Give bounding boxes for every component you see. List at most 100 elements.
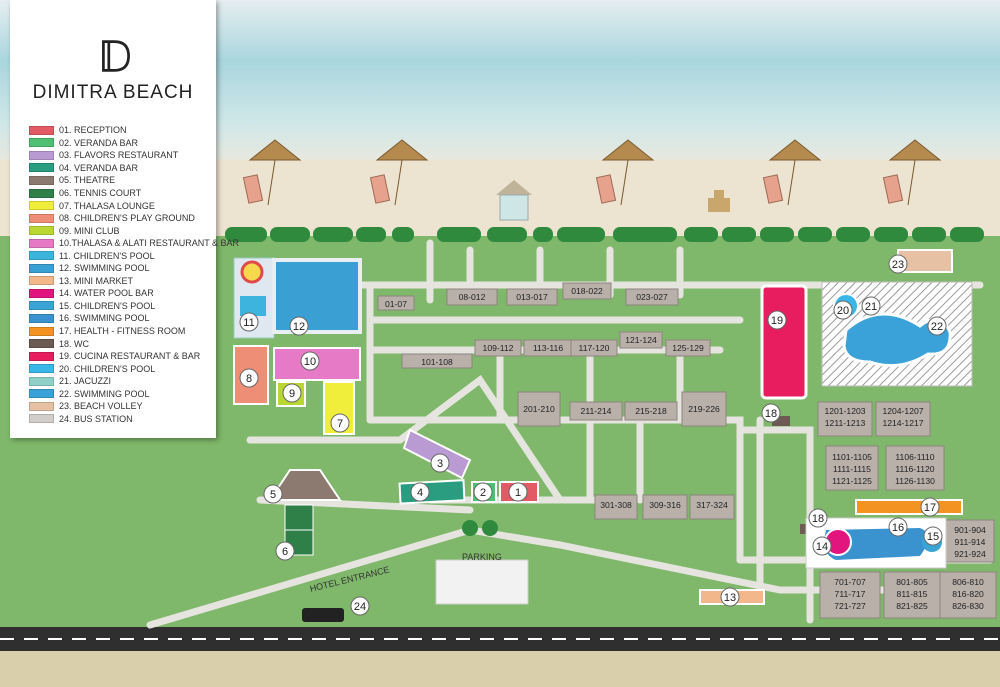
legend-item: 09. MINI CLUB [29, 224, 239, 237]
sunbed-icon [242, 174, 904, 204]
legend-swatch [29, 188, 54, 198]
legend-label: 16. SWIMMING POOL [59, 313, 150, 324]
marker-22[interactable]: 22 [927, 316, 947, 336]
room-range-label: 1101-1105 [832, 452, 872, 462]
room-range-label: 826-830 [952, 601, 984, 611]
room-range-label: 811-815 [897, 589, 928, 599]
marker-number: 3 [437, 458, 443, 470]
legend-label: 03. FLAVORS RESTAURANT [59, 150, 179, 161]
marker-circle [282, 383, 302, 403]
room-range-label: 101-108 [421, 357, 453, 367]
hedge-row [225, 227, 984, 242]
marker-4[interactable]: 4 [410, 482, 430, 502]
marker-number: 9 [289, 388, 295, 400]
marker-13[interactable]: 13 [720, 587, 740, 607]
marker-circle [289, 316, 309, 336]
legend-item: 22. SWIMMING POOL [29, 387, 239, 400]
legend-label: 18. WC [59, 338, 90, 349]
legend-swatch [29, 213, 54, 223]
marker-16[interactable]: 16 [888, 517, 908, 537]
legend-item: 10.THALASA & ALATI RESTAURANT & BAR [29, 237, 239, 250]
marker-9[interactable]: 9 [282, 383, 302, 403]
room-blocks [377, 282, 997, 619]
legend-item: 01. RECEPTION [29, 124, 239, 137]
marker-18[interactable]: 18 [761, 403, 781, 423]
marker-number: 15 [927, 531, 939, 543]
marker-2[interactable]: 2 [473, 482, 493, 502]
marker-10[interactable]: 10 [300, 351, 320, 371]
marker-circle [888, 254, 908, 274]
marker-number: 16 [892, 522, 904, 534]
marker-1[interactable]: 1 [508, 482, 528, 502]
brand-name: DIMITRA BEACH [32, 82, 194, 103]
legend-label: 06. TENNIS COURT [59, 188, 142, 198]
marker-5[interactable]: 5 [263, 484, 283, 504]
room-range-label: 317-324 [696, 500, 728, 510]
marker-19[interactable]: 19 [767, 310, 787, 330]
marker-number: 2 [480, 487, 486, 499]
legend-label: 22. SWIMMING POOL [59, 388, 150, 399]
beach-hut-icon [496, 180, 532, 221]
legend-label: 11. CHILDREN'S POOL [59, 250, 155, 261]
facility-shapes [233, 249, 973, 622]
logo-icon [102, 40, 130, 72]
marker-6[interactable]: 6 [275, 541, 295, 561]
legend-swatch [29, 175, 54, 185]
marker-11[interactable]: 11 [239, 312, 259, 332]
legend-swatch [29, 138, 54, 148]
legend-item: 05. THEATRE [29, 174, 239, 187]
room-range-label: 911-914 [955, 537, 986, 547]
marker-circle [920, 497, 940, 517]
legend-swatch [29, 226, 54, 236]
marker-18[interactable]: 18 [808, 508, 828, 528]
marker-7[interactable]: 7 [330, 413, 350, 433]
marker-20[interactable]: 20 [833, 300, 853, 320]
marker-21[interactable]: 21 [861, 296, 881, 316]
marker-number: 22 [931, 321, 943, 333]
marker-circle [833, 300, 853, 320]
room-range-label: 121-124 [625, 335, 657, 345]
legend-label: 20. CHILDREN'S POOL [59, 363, 156, 374]
room-range-label: 1201-1203 [824, 406, 865, 416]
room-range-label: 721-727 [834, 601, 866, 611]
room-range-label: 201-210 [523, 404, 555, 414]
marker-23[interactable]: 23 [888, 254, 908, 274]
legend-item: 24. BUS STATION [29, 413, 239, 426]
tree-icon [462, 520, 498, 536]
parking-label: PARKING [462, 552, 502, 562]
legend-label: 17. HEALTH - FITNESS ROOM [59, 326, 186, 337]
marker-24[interactable]: 24 [350, 596, 370, 616]
legend-swatch [29, 201, 54, 211]
room-range-label: 1211-1213 [825, 418, 866, 428]
children-pool-11 [240, 296, 266, 316]
marker-circle [927, 316, 947, 336]
legend-label: 19. CUCINA RESTAURANT & BAR [59, 351, 201, 362]
legend-item: 14. WATER POOL BAR [29, 287, 239, 300]
marker-14[interactable]: 14 [812, 536, 832, 556]
marker-circle [812, 536, 832, 556]
marker-8[interactable]: 8 [239, 368, 259, 388]
legend-label: 24. BUS STATION [59, 413, 133, 424]
legend-swatch [29, 238, 54, 248]
room-range-label: 301-308 [600, 500, 632, 510]
marker-number: 14 [816, 541, 828, 553]
legend-label: 14. WATER POOL BAR [59, 288, 154, 299]
legend-item: 13. MINI MARKET [29, 275, 239, 288]
marker-3[interactable]: 3 [430, 453, 450, 473]
legend-swatch [29, 326, 54, 336]
veranda-bar-4 [398, 479, 466, 505]
legend-swatch [29, 414, 54, 424]
marker-circle [808, 508, 828, 528]
marker-number: 4 [417, 487, 423, 499]
marker-17[interactable]: 17 [920, 497, 940, 517]
room-range-label: 219-226 [688, 404, 720, 414]
marker-12[interactable]: 12 [289, 316, 309, 336]
bottom-sand [0, 650, 1000, 687]
legend-swatch [29, 251, 54, 261]
marker-15[interactable]: 15 [923, 526, 943, 546]
legend-item: 20. CHILDREN'S POOL [29, 362, 239, 375]
sandcastle-icon [708, 190, 730, 212]
legend-label: 10.THALASA & ALATI RESTAURANT & BAR [59, 238, 240, 249]
room-range-label: 023-027 [636, 292, 668, 302]
